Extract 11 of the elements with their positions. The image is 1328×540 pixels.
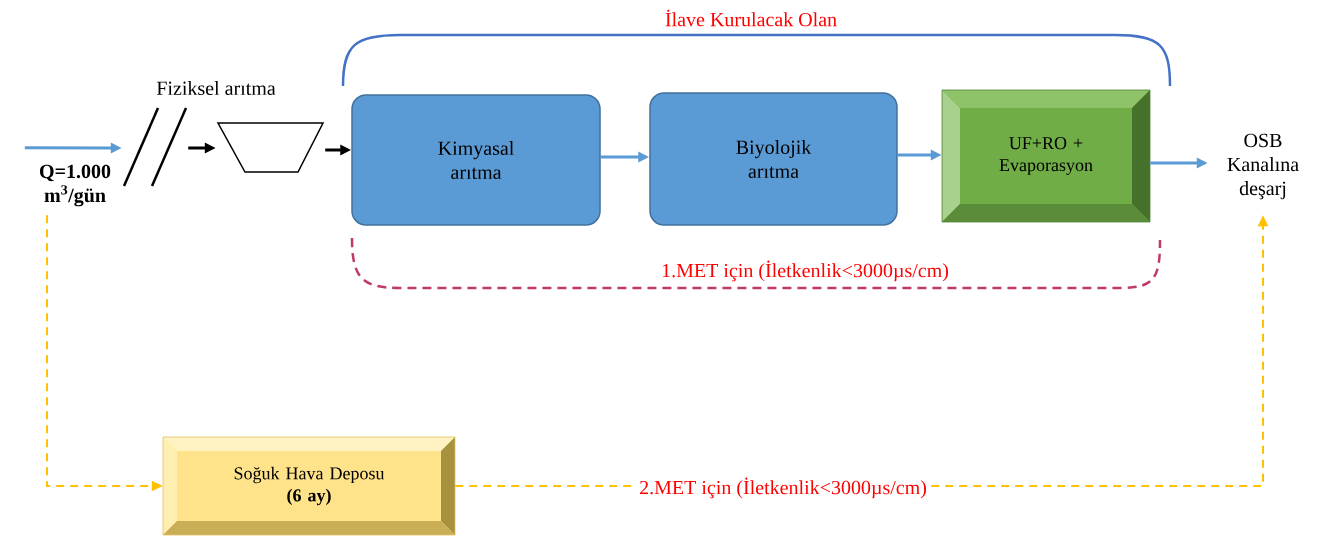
bracket-label: 1.MET için (İletkenlik<3000µs/cm) bbox=[662, 260, 949, 282]
storage-box: Soğuk Hava Deposu (6 ay) bbox=[162, 436, 456, 536]
process-box: Kimyasal arıtma bbox=[351, 94, 601, 226]
bracket-label: İlave Kurulacak Olan bbox=[665, 9, 837, 27]
edge-label: 2.MET için (İletkenlik<3000µs/cm) bbox=[637, 475, 929, 501]
stage-label: Fiziksel arıtma bbox=[156, 80, 276, 96]
outlet-label: OSB Kanalına deşarj bbox=[1227, 133, 1299, 200]
screen-symbol bbox=[122, 107, 188, 187]
process-box: Biyolojik arıtma bbox=[649, 92, 898, 226]
process-box: UF+RO + Evaporasyon bbox=[941, 89, 1151, 223]
flow-label: Q=1.000 m$^{3}$/gün bbox=[40, 164, 111, 207]
